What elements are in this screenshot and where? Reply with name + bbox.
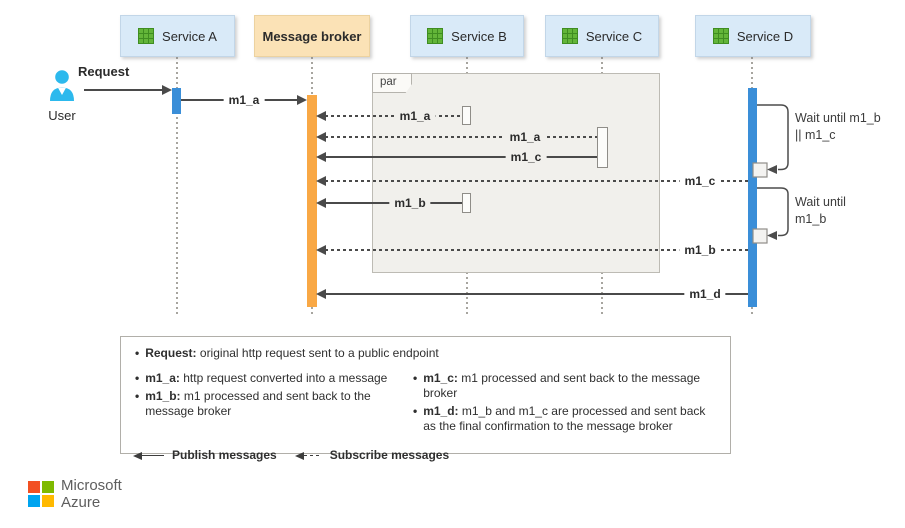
service-grid-icon <box>138 28 155 44</box>
wait-annotation-2: Wait until m1_b <box>795 195 846 226</box>
wait-marker-square <box>752 228 768 244</box>
wait-brackets <box>752 104 789 244</box>
subscribe-arrow-icon <box>294 451 304 460</box>
actor-box-service-c: Service C <box>545 15 659 57</box>
azure-brand: Microsoft Azure <box>28 477 122 511</box>
par-fragment: par <box>372 73 660 273</box>
message-m1a-subscribe-b: m1_a <box>316 108 462 124</box>
service-grid-icon <box>712 28 729 44</box>
legend-publish: Publish messages <box>133 448 277 463</box>
actor-label-service-d: Service D <box>736 28 794 44</box>
message-m1b-publish: m1_b <box>316 195 462 211</box>
arrowhead-left-icon <box>316 110 326 121</box>
actor-label-message-broker: Message broker <box>262 28 362 44</box>
message-label-m1c: m1_c <box>505 150 547 164</box>
user-icon <box>50 70 74 101</box>
legend-item-m1c: m1_c: m1 processed and sent back to the … <box>411 371 718 401</box>
actor-user: User <box>40 69 84 123</box>
wait-annotation-1: Wait until m1_b || m1_c <box>795 111 881 142</box>
message-request: Request <box>78 65 172 98</box>
message-m1a-subscribe-c: m1_a <box>316 129 597 145</box>
message-label-m1b: m1_b <box>679 243 721 257</box>
brand-text: Microsoft Azure <box>61 477 122 511</box>
activation-service-b-1 <box>462 106 471 125</box>
actor-label-user: User <box>48 108 76 123</box>
arrowhead-left-icon <box>316 131 326 142</box>
actor-box-service-a: Service A <box>120 15 235 57</box>
publish-arrow-icon <box>133 451 142 460</box>
actor-label-service-c: Service C <box>585 28 643 44</box>
legend-item-request: Request: original http request sent to a… <box>133 346 718 361</box>
actor-box-service-b: Service B <box>410 15 524 57</box>
actor-box-service-d: Service D <box>695 15 811 57</box>
arrowhead-right-icon <box>162 84 172 95</box>
activation-service-c <box>597 127 608 168</box>
legend-item-m1d: m1_d: m1_b and m1_c are processed and se… <box>411 404 718 434</box>
actor-label-service-a: Service A <box>162 28 217 44</box>
message-label-m1a: m1_a <box>223 93 265 107</box>
microsoft-logo-icon <box>28 481 54 507</box>
legend-box: Request: original http request sent to a… <box>120 336 731 462</box>
arrowhead-left-icon <box>316 288 326 299</box>
arrowhead-left-icon <box>316 151 326 162</box>
message-label-m1a: m1_a <box>504 130 546 144</box>
message-m1b-subscribe-d: m1_b <box>316 242 748 258</box>
message-label-m1a: m1_a <box>394 109 436 123</box>
service-grid-icon <box>427 28 444 44</box>
message-m1a-publish: m1_a <box>181 92 307 108</box>
actor-label-service-b: Service B <box>451 28 507 44</box>
subscribe-arrow-icon <box>303 454 322 457</box>
activation-service-b-2 <box>462 193 471 213</box>
activation-service-d <box>748 88 757 307</box>
message-label-m1c: m1_c <box>679 174 721 188</box>
legend-subscribe: Subscribe messages <box>294 448 449 463</box>
par-fragment-label: par <box>372 73 412 93</box>
activation-broker <box>307 95 317 307</box>
message-m1d-publish: m1_d <box>316 286 748 302</box>
legend-item-m1b: m1_b: m1 processed and sent back to the … <box>133 389 399 419</box>
arrowhead-left-icon <box>316 244 326 255</box>
message-m1c-subscribe-d: m1_c <box>316 173 748 189</box>
message-label-m1d: m1_d <box>684 287 726 301</box>
lifeline-service-a <box>176 57 178 317</box>
message-m1c-publish: m1_c <box>316 149 597 165</box>
actor-box-message-broker: Message broker <box>254 15 370 57</box>
arrowhead-left-icon <box>316 175 326 186</box>
legend-item-m1a: m1_a: http request converted into a mess… <box>133 371 399 386</box>
message-label-m1b: m1_b <box>389 196 431 210</box>
service-grid-icon <box>561 28 578 44</box>
message-label-request: Request <box>78 64 130 79</box>
arrowhead-right-icon <box>297 94 307 105</box>
arrowhead-left-icon <box>316 197 326 208</box>
wait-marker-square <box>752 162 768 178</box>
publish-arrow-icon <box>142 454 164 457</box>
activation-service-a <box>172 88 181 114</box>
